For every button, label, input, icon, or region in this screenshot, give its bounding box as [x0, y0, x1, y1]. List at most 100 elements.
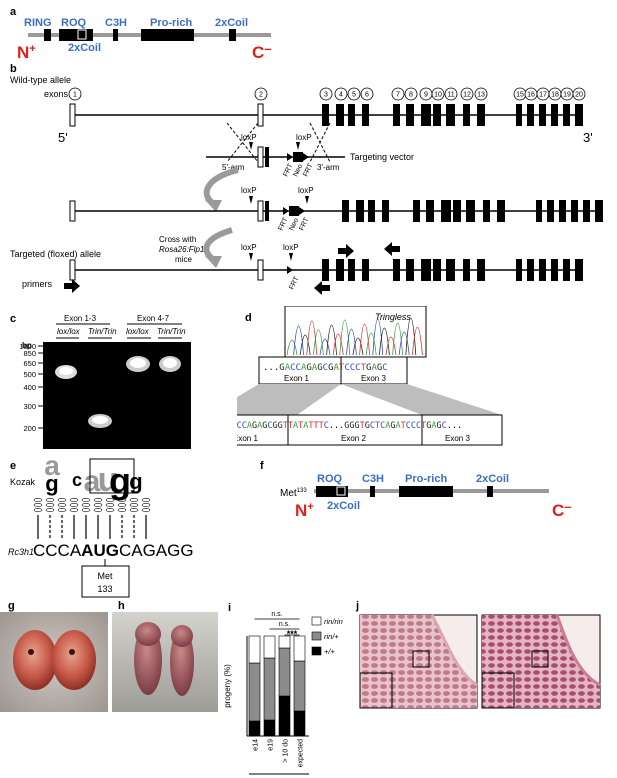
exon-number-3: 3	[319, 87, 333, 101]
bottom-sequence: ...GACCAGAGCGGTTATATTTC...GGGTGCTCAGATCC…	[237, 421, 462, 431]
svg-text:650: 650	[23, 359, 36, 368]
bar-e14-rin/rin	[248, 635, 261, 664]
legend-swatch	[311, 646, 322, 656]
panel-j: j	[352, 600, 617, 710]
loxp-vector-1: loxP	[241, 133, 257, 142]
f-label-2xcoil: 2xCoil	[476, 473, 509, 485]
exon-number-1: 1	[68, 87, 82, 101]
bar-e19-rin/+	[263, 657, 276, 721]
logo-letter-g: g	[45, 471, 58, 496]
svg-text:16: 16	[527, 92, 535, 99]
svg-text:200: 200	[23, 424, 36, 433]
f-label-roq: ROQ	[317, 473, 343, 485]
panel-g: g	[0, 600, 108, 715]
loxp-tgt-2: loxP	[283, 243, 299, 252]
histology-images	[359, 614, 601, 709]
kozak-label: Kozak	[10, 477, 36, 487]
exon-number-11: 11	[444, 87, 458, 101]
exon-number-13: 13	[474, 87, 488, 101]
panel-label-d: d	[245, 312, 252, 324]
logo-letter-a: a	[84, 465, 101, 498]
met-label: Met	[97, 571, 113, 581]
logo-letter-a: a	[44, 455, 60, 481]
met133-label: Met133	[280, 488, 307, 499]
svg-text:8: 8	[409, 92, 413, 99]
svg-text:850: 850	[23, 349, 36, 358]
svg-text:7: 7	[396, 92, 400, 99]
exon-number-12: 12	[460, 87, 474, 101]
label-2xcoil-sub: 2xCoil	[68, 42, 101, 54]
cross-text-3: mice	[175, 255, 192, 264]
svg-text:1: 1	[73, 92, 77, 99]
svg-text:500: 500	[23, 370, 36, 379]
bottom-exon2: Exon 2	[341, 434, 366, 443]
chart-category-label: expected	[298, 739, 305, 768]
svg-text:6: 6	[365, 92, 369, 99]
panel-label-i: i	[228, 602, 231, 614]
chart-category-label: > 10 do	[283, 739, 290, 763]
neo-vector: Neo	[292, 163, 304, 178]
bar-> 10 do-rin/rin	[278, 635, 291, 649]
legend-label: rin/rin	[324, 617, 343, 626]
bar-> 10 do-rin/+	[278, 647, 291, 697]
chart-category-label: e19	[268, 739, 275, 751]
exon-number-18: 18	[548, 87, 562, 101]
svg-text:11: 11	[447, 92, 454, 99]
exon-number-4: 4	[334, 87, 348, 101]
panel-c: c Exon 1-3 Exon 4-7 lox/lox Trin/Trin lo…	[0, 310, 230, 450]
panel-a: a RING ROQ C3H Pro-rich 2xCoil 2xCoil N+…	[10, 6, 272, 62]
bar-> 10 do-+/+	[278, 695, 291, 737]
mrna-sequence: CCCAAUGCAGAGG	[33, 541, 194, 560]
exons-label: exons	[44, 89, 69, 99]
chart-ylabel: progeny (%)	[223, 664, 232, 708]
f-label-c3h: C3H	[362, 473, 384, 485]
legend-label: rin/+	[324, 632, 339, 641]
svg-text:1000: 1000	[19, 342, 36, 351]
svg-text:17: 17	[539, 92, 547, 99]
targeted-label: Targeted (floxed) allele	[10, 249, 101, 259]
panel-label-g: g	[8, 600, 15, 612]
frt-mid-2: FRT	[298, 216, 310, 232]
exon-number-15: 15	[513, 87, 527, 101]
chart-annotation: n.s.	[279, 621, 290, 628]
trace-title: Tringless	[375, 312, 411, 322]
svg-text:18: 18	[551, 92, 559, 99]
arm5-label: 5'-arm	[222, 163, 245, 172]
frt-vector-2: FRT	[302, 162, 314, 178]
gel-group-1: Exon 1-3	[64, 314, 97, 323]
f-label-2xcoil-sub: 2xCoil	[327, 500, 360, 512]
exon-number-5: 5	[347, 87, 361, 101]
pup-photo-h	[112, 612, 218, 712]
panel-label-h: h	[118, 600, 125, 612]
bar-e14-rin/+	[248, 662, 261, 722]
exon-number-9: 9	[419, 87, 433, 101]
panel-h: h	[112, 600, 218, 715]
gel-lane-1: lox/lox	[57, 327, 81, 336]
loxp-mid-1: loxP	[241, 186, 257, 195]
met-number: 133	[97, 584, 112, 594]
panel-label-a: a	[10, 6, 17, 18]
gel-lane-3: lox/lox	[126, 327, 150, 336]
embryo-photo-g	[0, 612, 108, 712]
top-exon1: Exon 1	[284, 374, 309, 383]
chart-annotation: ***	[287, 629, 298, 639]
panel-label-c: c	[10, 313, 16, 325]
label-roq: ROQ	[61, 17, 87, 29]
arm3-label: 3'-arm	[317, 163, 340, 172]
logo-letter-u: u	[98, 461, 119, 499]
loxp-vector-2: loxP	[296, 133, 312, 142]
exon-number-20: 20	[572, 87, 586, 101]
bar-expected-rin/rin	[293, 635, 306, 662]
legend-label: +/+	[324, 647, 335, 656]
f-label-pro-rich: Pro-rich	[405, 473, 447, 485]
exon-number-10: 10	[431, 87, 445, 101]
f-c-terminus: C–	[552, 499, 572, 520]
neo-mid: Neo	[288, 217, 300, 232]
exon-number-17: 17	[536, 87, 550, 101]
loxp-mid-2: loxP	[298, 186, 314, 195]
chart-annotation: n.s.	[271, 611, 282, 618]
label-2xcoil: 2xCoil	[215, 17, 248, 29]
